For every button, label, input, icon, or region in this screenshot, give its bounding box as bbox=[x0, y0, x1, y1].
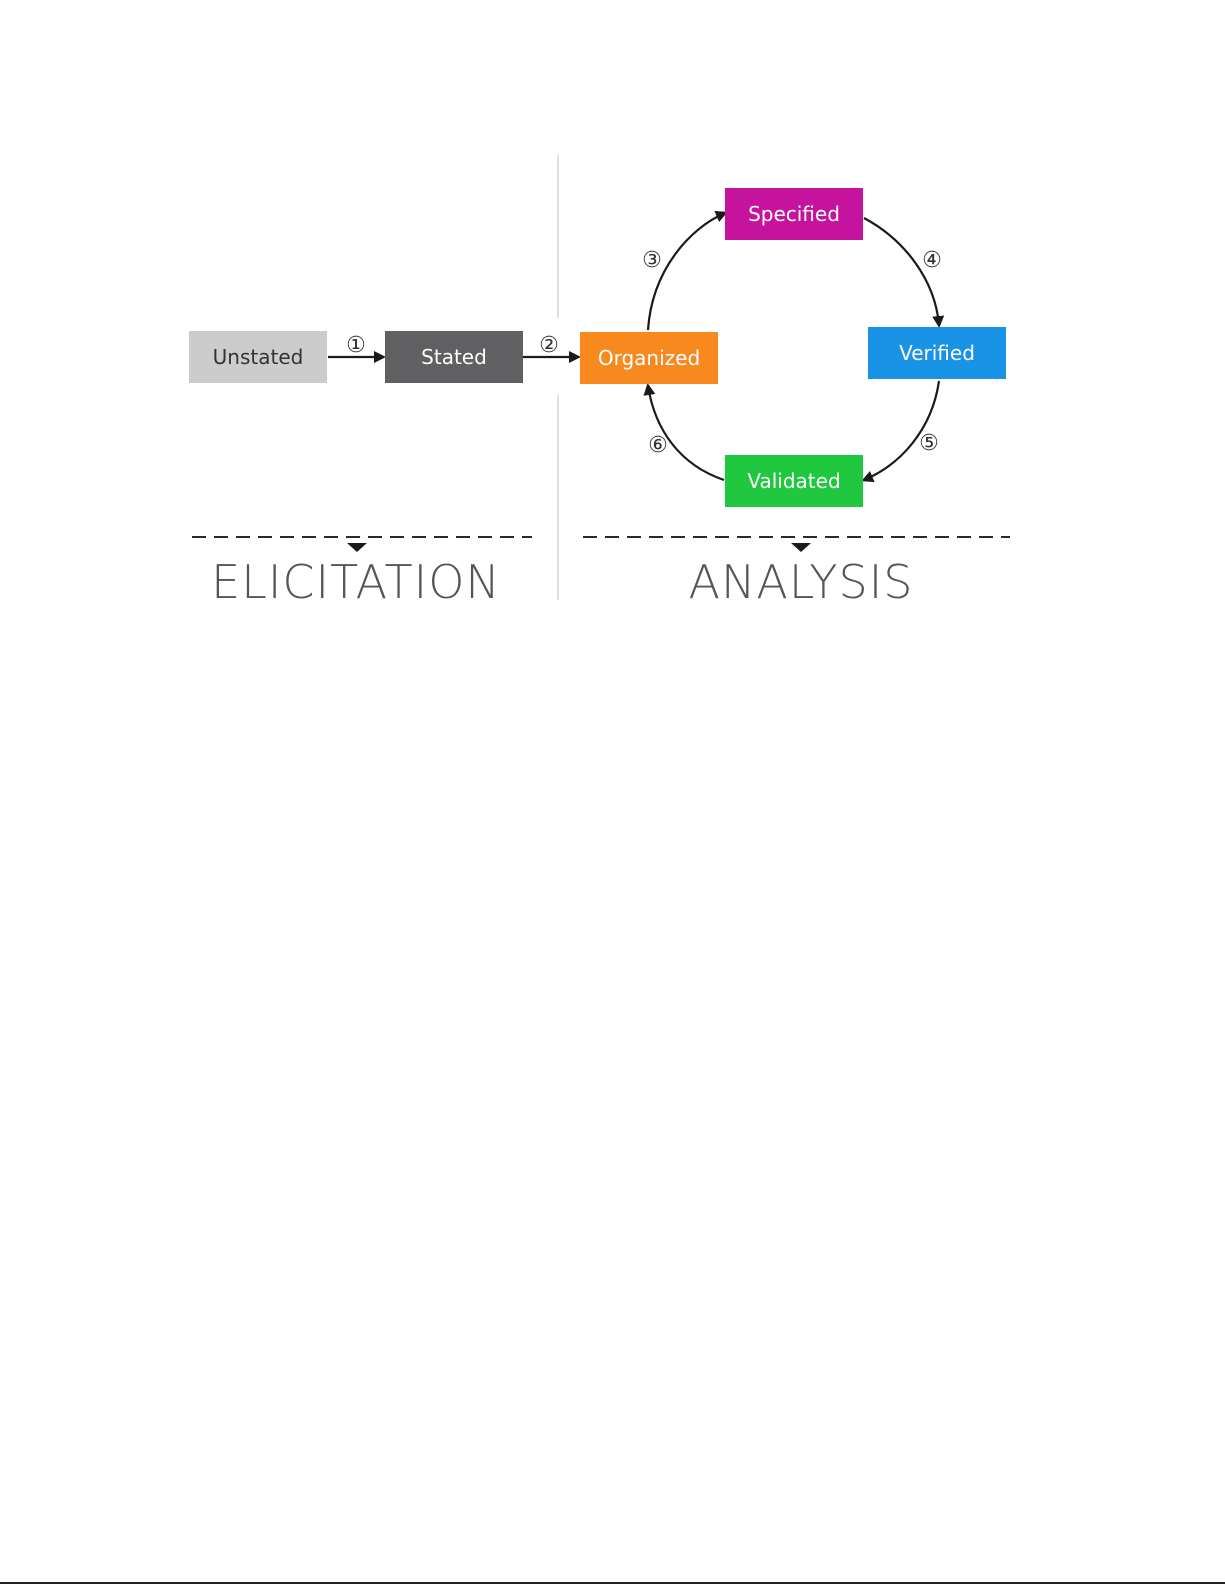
step-4-label: ④ bbox=[922, 248, 942, 273]
node-validated: Validated bbox=[725, 455, 863, 507]
node-stated-label: Stated bbox=[421, 345, 487, 369]
node-stated: Stated bbox=[385, 331, 523, 383]
node-specified: Specified bbox=[725, 188, 863, 240]
step-6-label: ⑥ bbox=[648, 433, 668, 458]
node-verified: Verified bbox=[868, 327, 1006, 379]
node-validated-label: Validated bbox=[747, 469, 840, 493]
node-organized-label: Organized bbox=[598, 346, 700, 370]
node-specified-label: Specified bbox=[748, 202, 840, 226]
elicitation-marker-icon bbox=[347, 543, 367, 552]
analysis-marker-icon bbox=[791, 543, 811, 552]
page-bottom-border bbox=[0, 1582, 1225, 1584]
step-3-label: ③ bbox=[642, 248, 662, 273]
section-analysis-label: ANALYSIS bbox=[689, 555, 914, 609]
step-2-label: ② bbox=[539, 333, 559, 358]
node-unstated-label: Unstated bbox=[213, 345, 304, 369]
requirements-flow-diagram: Unstated Stated Organized Specified Veri… bbox=[0, 0, 1225, 640]
node-verified-label: Verified bbox=[899, 341, 975, 365]
step-1-label: ① bbox=[346, 333, 366, 358]
section-elicitation-label: ELICITATION bbox=[211, 555, 501, 609]
step-5-label: ⑤ bbox=[919, 431, 939, 456]
node-unstated: Unstated bbox=[189, 331, 327, 383]
node-organized: Organized bbox=[580, 332, 718, 384]
